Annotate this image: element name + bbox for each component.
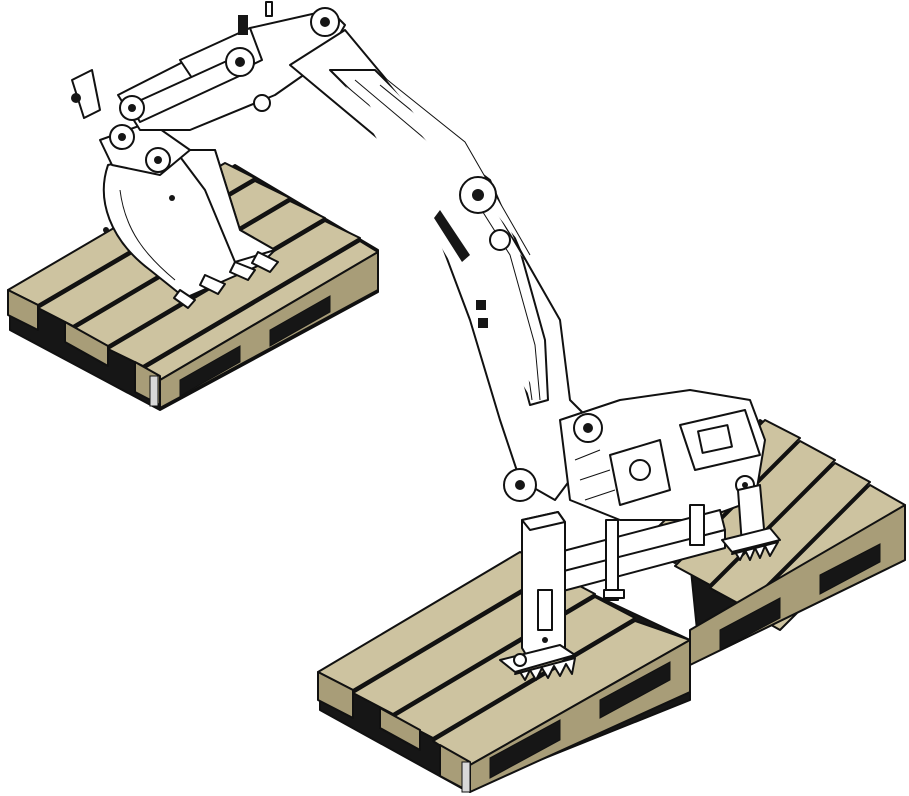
valve-block bbox=[559, 389, 766, 521]
excavator-bucket bbox=[71, 69, 279, 309]
excavator-boom bbox=[289, 29, 591, 502]
mounting-frame bbox=[499, 484, 781, 681]
excavator-dipper-arm bbox=[117, 1, 346, 131]
